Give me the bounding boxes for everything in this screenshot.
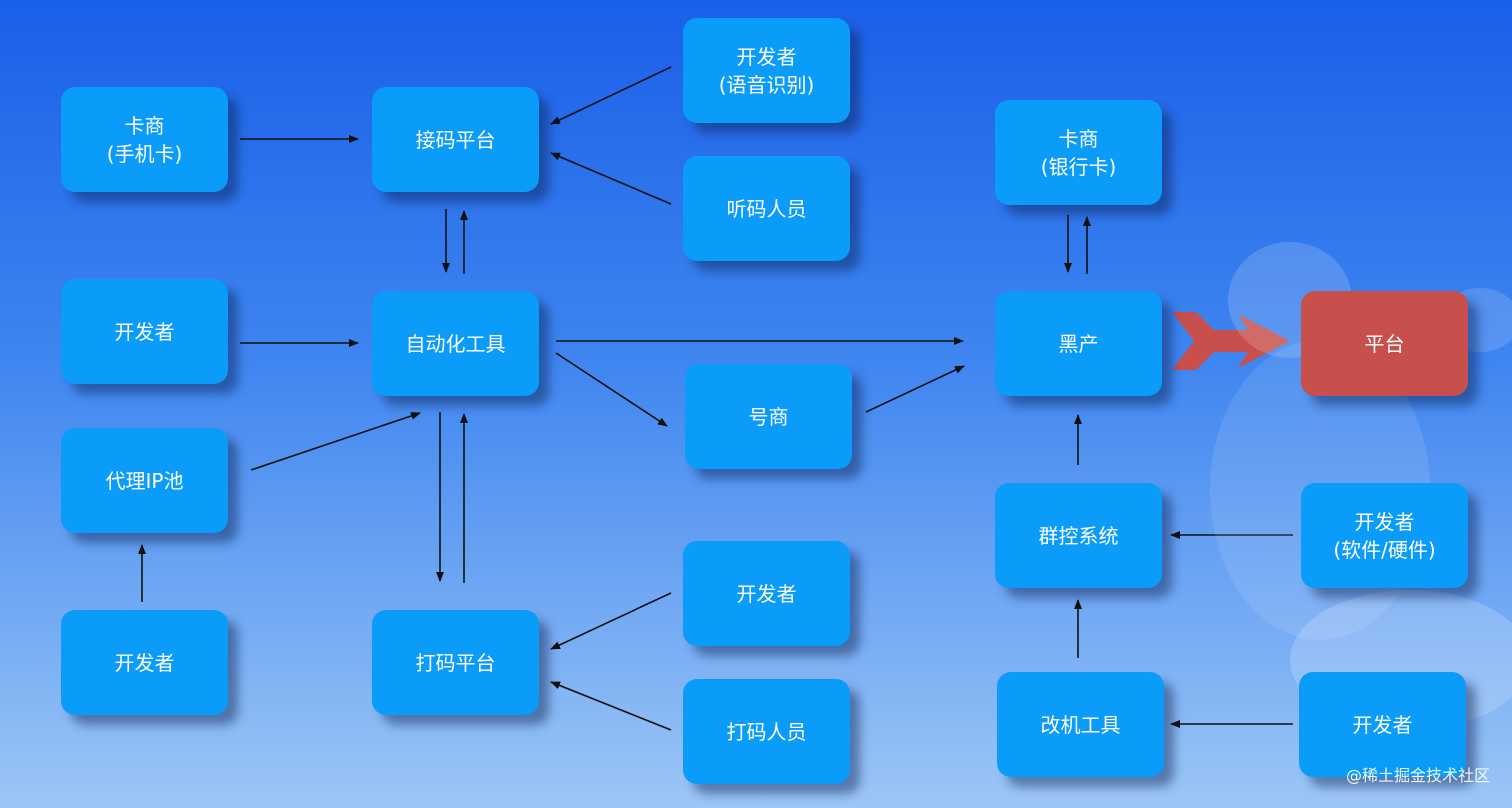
node-label: 平台 bbox=[1364, 331, 1405, 356]
node-label: (手机卡) bbox=[106, 141, 183, 166]
node-dev-voice: 开发者 (语音识别) bbox=[683, 18, 850, 123]
node-label: 接码平台 bbox=[415, 127, 496, 152]
node-label: 自动化工具 bbox=[405, 331, 506, 356]
node-captcha-platform: 打码平台 bbox=[372, 610, 539, 715]
node-dev-mod: 开发者 bbox=[1299, 672, 1466, 777]
node-dev-proxy: 开发者 bbox=[61, 610, 228, 715]
bold-arrow-black-industry-to-target-platform bbox=[1172, 312, 1290, 370]
edge-proxy-ip-pool-to-automation-tool bbox=[250, 412, 421, 471]
node-group-control: 群控系统 bbox=[995, 483, 1162, 588]
node-label: 号商 bbox=[748, 404, 789, 429]
node-label: 开发者 bbox=[1354, 509, 1415, 534]
node-label: 开发者 bbox=[736, 581, 797, 606]
node-label: 改机工具 bbox=[1040, 712, 1121, 737]
node-black-industry: 黑产 bbox=[995, 291, 1162, 396]
node-target-platform: 平台 bbox=[1301, 291, 1468, 396]
node-label: (软件/硬件) bbox=[1333, 537, 1436, 562]
node-proxy-ip-pool: 代理IP池 bbox=[61, 428, 228, 533]
edge-automation-tool-to-account-dealer bbox=[555, 352, 668, 427]
node-label: 卡商 bbox=[124, 113, 165, 138]
node-label: 听码人员 bbox=[726, 196, 807, 221]
node-label: 开发者 bbox=[736, 44, 797, 69]
node-label: 开发者 bbox=[114, 650, 175, 675]
node-dev-captcha: 开发者 bbox=[683, 541, 850, 646]
node-dev-sw-hw: 开发者 (软件/硬件) bbox=[1301, 483, 1468, 588]
node-label: 打码人员 bbox=[726, 719, 807, 744]
edge-dev-voice-to-sms-platform bbox=[550, 66, 672, 125]
node-label: 打码平台 bbox=[415, 650, 496, 675]
node-label: 开发者 bbox=[114, 319, 175, 344]
watermark-text: @稀土掘金技术社区 bbox=[1345, 766, 1490, 785]
node-automation-tool: 自动化工具 bbox=[372, 291, 539, 396]
node-label: (语音识别) bbox=[718, 72, 815, 97]
node-label: 黑产 bbox=[1058, 331, 1099, 356]
node-captcha-worker: 打码人员 bbox=[683, 679, 850, 784]
node-dev-tool: 开发者 bbox=[61, 279, 228, 384]
node-sim-dealer: 卡商 (手机卡) bbox=[61, 87, 228, 192]
node-label: 开发者 bbox=[1352, 712, 1413, 737]
node-bank-card-dealer: 卡商 (银行卡) bbox=[995, 100, 1162, 205]
edge-captcha-worker-to-captcha-platform bbox=[550, 681, 672, 731]
node-code-listener: 听码人员 bbox=[683, 156, 850, 261]
edge-dev-captcha-to-captcha-platform bbox=[550, 592, 672, 650]
node-label: (银行卡) bbox=[1040, 154, 1117, 179]
edge-account-dealer-to-black-industry bbox=[865, 365, 965, 413]
node-sms-platform: 接码平台 bbox=[372, 87, 539, 192]
node-phone-mod-tool: 改机工具 bbox=[997, 672, 1164, 777]
edge-code-listener-to-sms-platform bbox=[550, 152, 672, 205]
node-label: 卡商 bbox=[1058, 126, 1099, 151]
node-label: 群控系统 bbox=[1038, 523, 1119, 548]
node-account-dealer: 号商 bbox=[685, 364, 852, 469]
node-label: 代理IP池 bbox=[105, 468, 184, 493]
